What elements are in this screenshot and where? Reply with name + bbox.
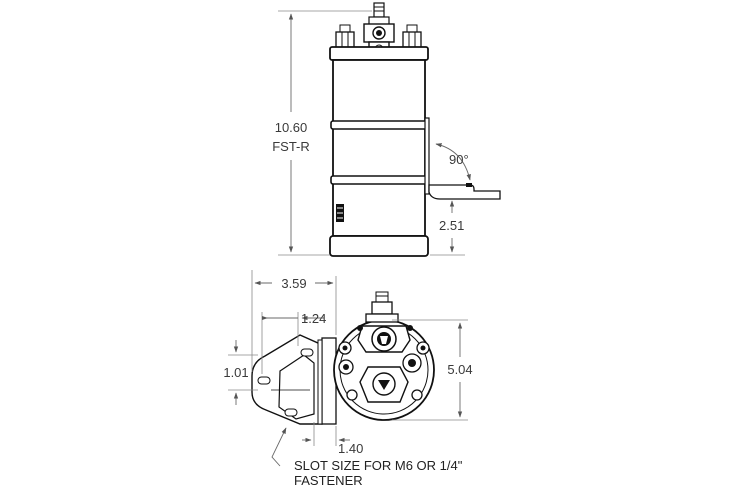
slot-offset-label: 1.24 bbox=[301, 311, 326, 326]
angle-dimension-label: 90° bbox=[449, 152, 469, 167]
mounting-bracket-side bbox=[424, 117, 501, 200]
bottom-cap bbox=[329, 235, 429, 257]
slot-note-line1: SLOT SIZE FOR M6 OR 1/4" bbox=[294, 458, 463, 473]
slot-note-line2: FASTENER bbox=[294, 473, 363, 488]
overall-width-label: 3.59 bbox=[281, 276, 306, 291]
body-band bbox=[330, 175, 428, 185]
body-diameter-label: 5.04 bbox=[447, 362, 472, 377]
top-cap bbox=[329, 46, 429, 61]
side-fittings bbox=[338, 325, 430, 401]
pump-body bbox=[332, 59, 426, 237]
slot-spacing-label: 1.01 bbox=[223, 365, 248, 380]
body-band bbox=[330, 120, 428, 130]
regulator-head bbox=[357, 325, 411, 353]
top-view: 3.59 1.24 1.01 1.40 5.04 SLOT SIZE FOR M… bbox=[223, 270, 473, 488]
front-view: 10.60 FST-R 90° 2.51 bbox=[272, 2, 501, 257]
mounting-bracket-top bbox=[251, 334, 337, 425]
body-logo bbox=[336, 204, 344, 222]
outlet-fitting bbox=[365, 291, 399, 323]
inlet-hex bbox=[359, 366, 409, 403]
model-label: FST-R bbox=[272, 139, 310, 154]
bracket-height-label: 2.51 bbox=[439, 218, 464, 233]
bracket-depth-label: 1.40 bbox=[338, 441, 363, 456]
height-dimension-label: 10.60 bbox=[275, 120, 308, 135]
